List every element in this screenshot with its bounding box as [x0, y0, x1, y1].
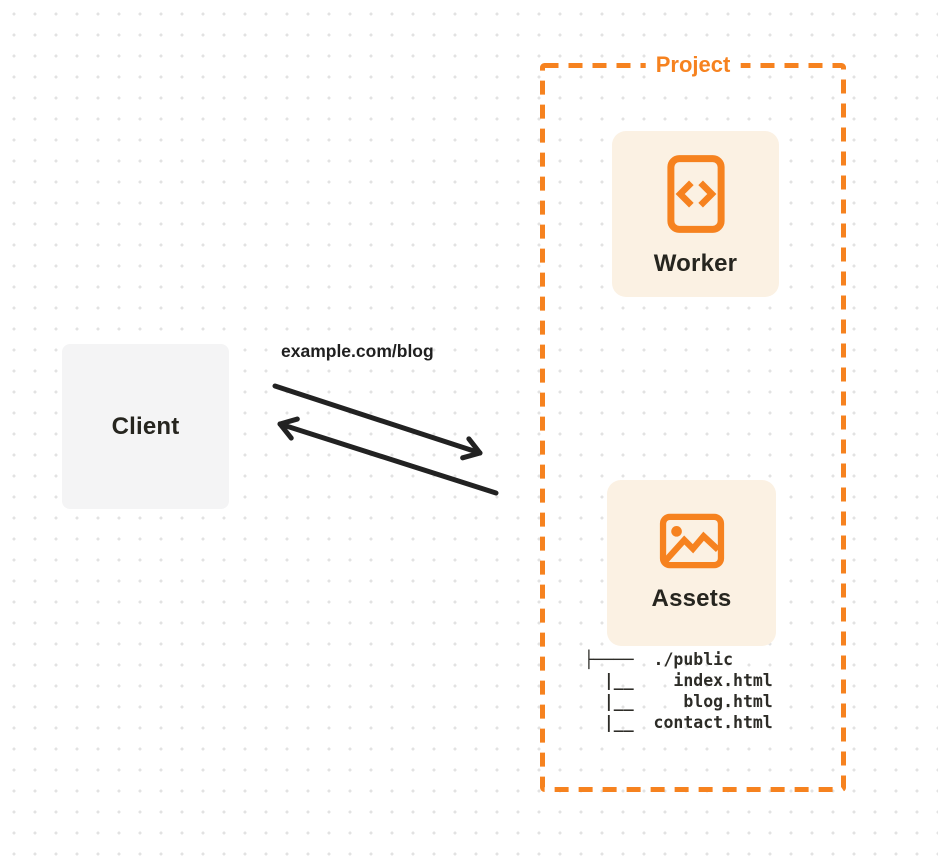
worker-label: Worker — [653, 250, 738, 277]
image-icon — [659, 513, 725, 569]
request-arrow — [272, 383, 483, 461]
response-arrow — [277, 416, 499, 496]
assets-label: Assets — [651, 585, 732, 612]
project-boundary: Project Worker Assets — [540, 51, 846, 792]
client-label: Client — [111, 412, 180, 440]
request-url-label: example.com/blog — [281, 341, 434, 361]
assets-file-tree: ├──── ./public |__ index.html |__ blog.h… — [584, 650, 773, 732]
worker-node: Worker — [612, 131, 779, 297]
client-node: Client — [62, 344, 229, 509]
project-label: Project — [645, 51, 741, 79]
assets-node: Assets — [607, 480, 776, 646]
code-file-icon — [666, 154, 726, 234]
